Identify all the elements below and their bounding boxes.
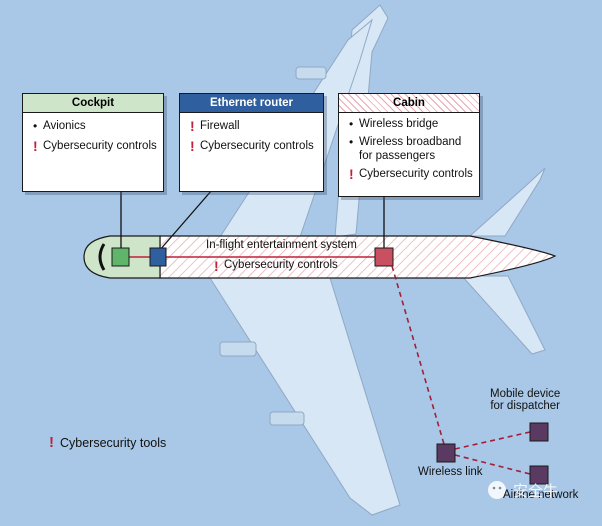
cabin-box: Cabin • Wireless bridge • Wireless broad…	[338, 93, 480, 197]
wireless-link-node-icon	[436, 443, 456, 463]
cabin-box-title: Cabin	[339, 94, 479, 113]
legend-text: Cybersecurity tools	[60, 436, 167, 450]
wireless-link-line	[391, 265, 447, 452]
airline-network-label: Airline network	[503, 489, 579, 501]
warning-icon: !	[33, 138, 38, 154]
windshield	[98, 243, 106, 271]
router-box: Ethernet router ! Firewall ! Cybersecuri…	[179, 93, 324, 192]
cabin-item-text: Wireless broadband for passengers	[359, 136, 462, 162]
tail-upper	[468, 167, 546, 237]
mobile-device-label: Mobile device for dispatcher	[490, 388, 560, 412]
warning-icon: !	[190, 118, 195, 134]
lower-engine-1	[219, 341, 257, 357]
network-link-line	[454, 454, 531, 475]
ife-label: In-flight entertainment system	[206, 239, 357, 251]
cabin-item-text: Wireless bridge	[359, 118, 439, 130]
ife-controls-text: Cybersecurity controls	[224, 259, 338, 271]
router-item: ! Firewall	[190, 119, 323, 133]
watermark-text: 安全牛	[513, 482, 559, 500]
router-item-text: Firewall	[200, 120, 240, 132]
lower-wing	[209, 277, 401, 516]
ife-controls: ! Cybersecurity controls	[214, 258, 338, 274]
warning-icon: !	[214, 258, 219, 274]
cockpit-node-icon	[111, 247, 130, 267]
cabin-item: • Wireless broadband for passengers	[349, 135, 471, 163]
router-leader-line	[158, 189, 213, 252]
upper-engine-2	[295, 66, 327, 80]
wireless-link-label: Wireless link	[418, 466, 483, 478]
mobile-link-line	[454, 431, 531, 450]
cabin-node-icon	[374, 247, 394, 267]
tail-lower	[460, 275, 546, 355]
legend: ! Cybersecurity tools	[49, 434, 167, 451]
mobile-device-label-line1: Mobile device	[490, 388, 561, 400]
cockpit-box-title: Cockpit	[23, 94, 163, 113]
bullet-icon: •	[349, 135, 354, 149]
cockpit-item: ! Cybersecurity controls	[33, 139, 163, 153]
wechat-logo-icon	[488, 481, 506, 499]
cockpit-item-text: Cybersecurity controls	[43, 140, 157, 152]
router-item-text: Cybersecurity controls	[200, 140, 314, 152]
warning-icon: !	[49, 434, 54, 451]
lower-engine-2	[269, 411, 305, 426]
router-node-icon	[149, 247, 167, 267]
cabin-item-text: Cybersecurity controls	[359, 168, 473, 180]
cockpit-box: Cockpit • Avionics ! Cybersecurity contr…	[22, 93, 164, 192]
cabin-box-body: • Wireless bridge • Wireless broadband f…	[339, 113, 479, 181]
warning-icon: !	[349, 166, 354, 182]
router-box-body: ! Firewall ! Cybersecurity controls	[180, 113, 323, 153]
warning-icon: !	[190, 138, 195, 154]
cockpit-item: • Avionics	[33, 119, 163, 133]
router-item: ! Cybersecurity controls	[190, 139, 323, 153]
airline-network-node-icon	[529, 465, 549, 485]
cockpit-box-body: • Avionics ! Cybersecurity controls	[23, 113, 163, 153]
bullet-icon: •	[33, 119, 38, 133]
mobile-device-label-line2: for dispatcher	[490, 400, 560, 412]
cabin-item: ! Cybersecurity controls	[349, 167, 479, 181]
cabin-item: • Wireless bridge	[349, 117, 479, 131]
mobile-device-node-icon	[529, 422, 549, 442]
bullet-icon: •	[349, 117, 354, 131]
router-box-title: Ethernet router	[180, 94, 323, 113]
cockpit-item-text: Avionics	[43, 120, 86, 132]
